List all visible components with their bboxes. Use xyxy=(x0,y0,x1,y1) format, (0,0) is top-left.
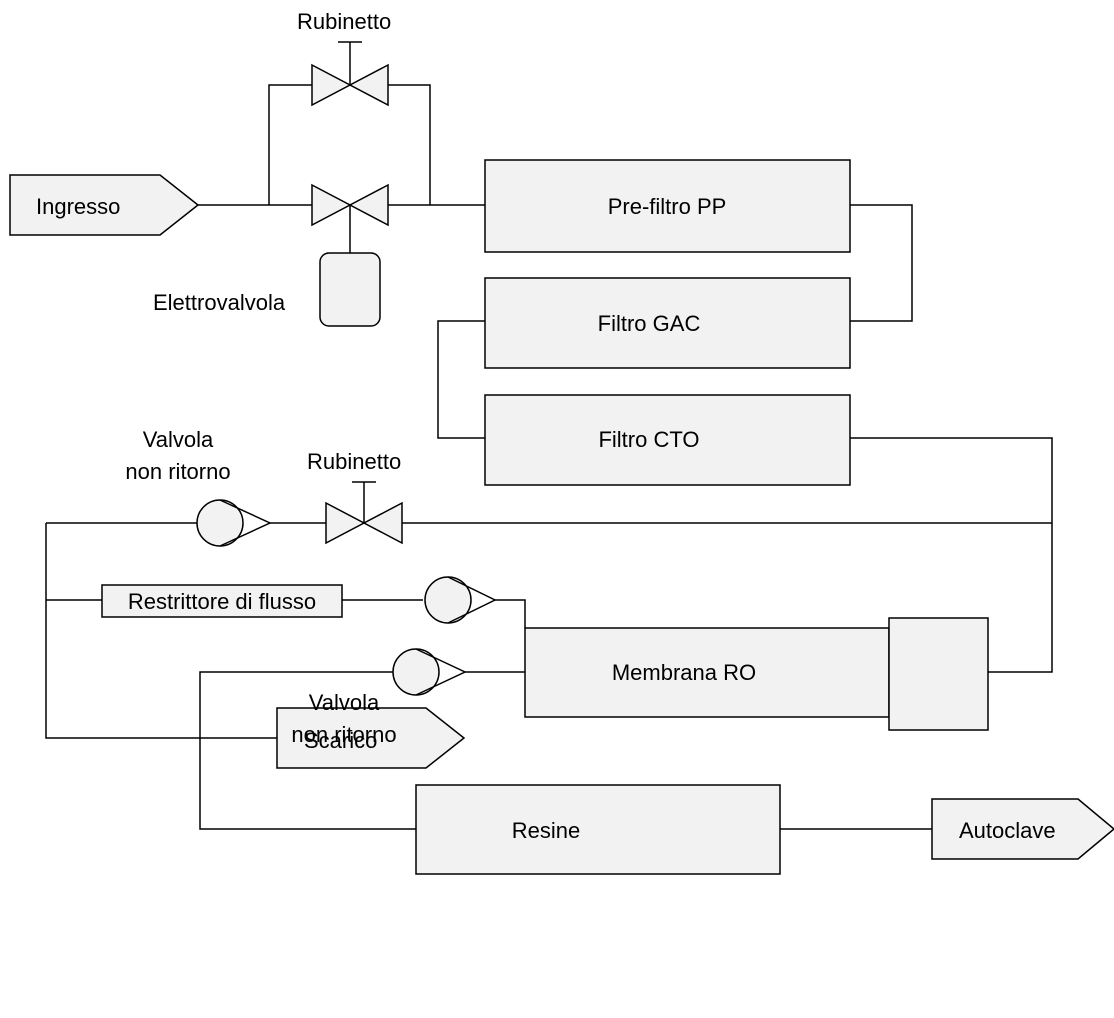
filtro-cto-box xyxy=(484,394,851,486)
ingresso-shape xyxy=(9,174,200,236)
prefiltro-box xyxy=(484,159,851,253)
membrana-end-cap xyxy=(888,617,989,731)
rubinetto-mid-icon xyxy=(325,501,403,545)
rubinetto-top-icon xyxy=(311,63,389,107)
membrana-box xyxy=(524,627,890,718)
valvola-non-ritorno-1-icon xyxy=(196,499,272,547)
resine-box xyxy=(415,784,781,875)
prefiltro-label: Pre-filtro PP xyxy=(608,194,727,219)
valvola-non-ritorno-restrittore-icon xyxy=(424,576,497,624)
valvola2-label-line1: Valvola xyxy=(309,690,380,715)
autoclave-shape xyxy=(931,798,1114,860)
pipe-valve2-resine xyxy=(199,671,416,830)
autoclave-label: Autoclave xyxy=(959,818,1056,843)
valvola1-label-line1: Valvola xyxy=(143,427,214,452)
pipe-drain-main xyxy=(45,523,277,739)
rubinetto-top-stem xyxy=(338,41,362,85)
elettrovalvola-icon xyxy=(311,183,389,327)
rubinetto-top-label: Rubinetto xyxy=(297,9,391,34)
restrittore-label: Restrittore di flusso xyxy=(128,589,316,614)
ingresso-label: Ingresso xyxy=(36,194,120,219)
rubinetto-mid-stem xyxy=(352,481,376,523)
valvola2-label-line2: non ritorno xyxy=(291,722,396,747)
pipe-pp-gac xyxy=(850,204,913,322)
rubinetto-mid-label: Rubinetto xyxy=(307,449,401,474)
pipe-valve-membrane xyxy=(495,599,526,628)
pipe-bypass-left xyxy=(268,84,312,205)
valvola-non-ritorno-2-icon xyxy=(392,648,467,696)
filtro-gac-label: Filtro GAC xyxy=(598,311,701,336)
elettrovalvola-label: Elettrovalvola xyxy=(153,290,286,315)
filtro-gac-box xyxy=(484,277,851,369)
pipe-gac-cto xyxy=(437,320,485,439)
filtro-cto-label: Filtro CTO xyxy=(598,427,699,452)
scarico-shape xyxy=(276,707,466,769)
valvola1-label-line2: non ritorno xyxy=(125,459,230,484)
pipe-bypass-right xyxy=(388,84,431,205)
restrittore-box xyxy=(101,584,343,618)
resine-label: Resine xyxy=(512,818,580,843)
pipe-cto-membrane xyxy=(850,437,1053,673)
membrana-label: Membrana RO xyxy=(612,660,756,685)
pipes xyxy=(45,41,1053,830)
scarico-label: Scarico xyxy=(304,728,377,753)
